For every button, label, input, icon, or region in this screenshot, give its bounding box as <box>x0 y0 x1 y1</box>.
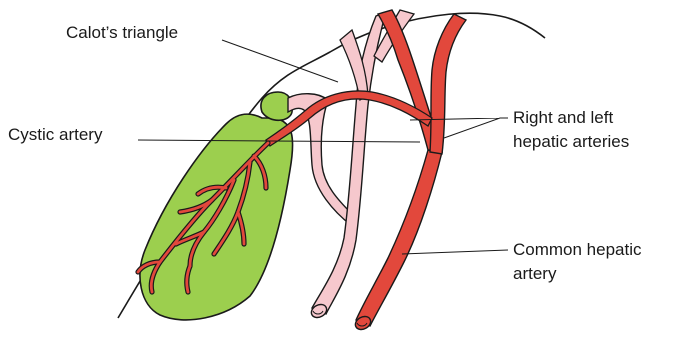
cystic-duct <box>288 94 352 226</box>
label-cystic-artery: Cystic artery <box>8 125 103 144</box>
leader-common-hepatic <box>402 250 508 254</box>
label-right-left-hepatic-line1: Right and left <box>513 108 613 127</box>
bile-duct-left-branch <box>340 30 368 100</box>
label-common-hepatic-line2: artery <box>513 264 557 283</box>
common-hepatic-artery <box>356 150 442 326</box>
label-right-left-hepatic-line2: hepatic arteries <box>513 132 629 151</box>
label-common-hepatic-line1: Common hepatic <box>513 240 642 259</box>
left-hepatic-artery <box>430 14 466 154</box>
leader-calots-triangle <box>222 40 338 82</box>
label-calots-triangle: Calot’s triangle <box>66 23 178 42</box>
